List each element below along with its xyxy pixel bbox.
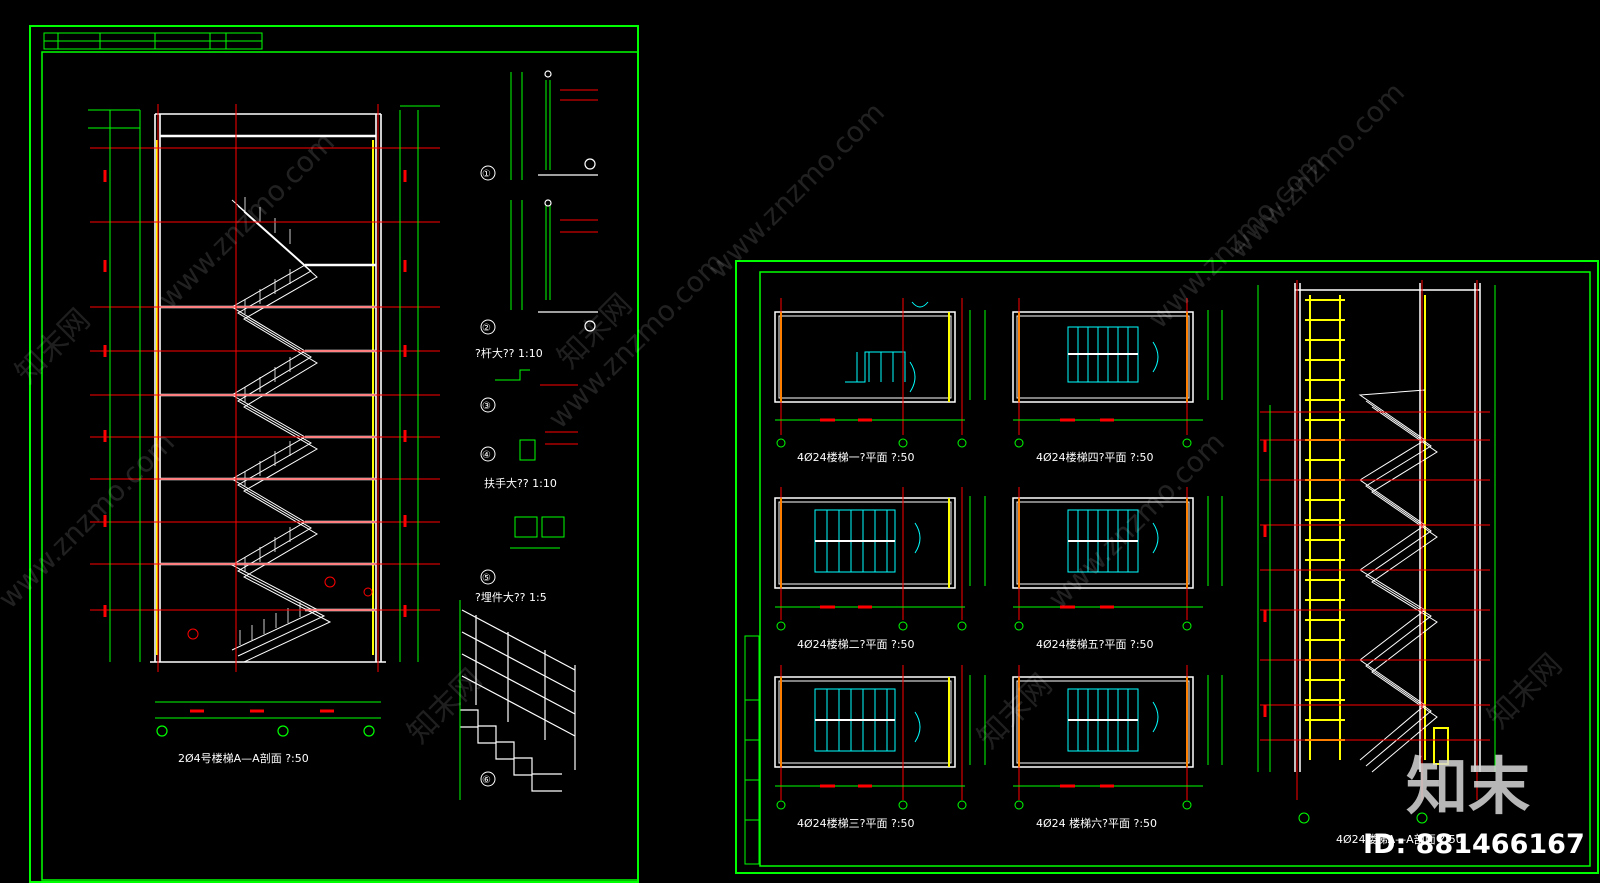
left-sheet: 2Ø4号楼梯A—A剖面 ?:50 (29, 25, 639, 883)
plan-title-6: 4Ø24 楼梯六?平面 ?:50 (1036, 816, 1157, 830)
left-detail-column: ① ② ③ ④ ⑤ ⑥ ?杆大?? 1:10 扶手大?? 1:10 ?埋件大??… (459, 70, 598, 800)
plan-title-4: 4Ø24楼梯四?平面 ?:50 (1036, 450, 1154, 464)
brand-logo: 知末 (1406, 750, 1530, 823)
right-sheet-outer-border (735, 260, 1599, 874)
detail-label-2: ② (482, 323, 491, 334)
right-title-block (744, 635, 760, 865)
watermark-cn-2: 知末网 (401, 662, 489, 750)
detail-caption-railing: ?杆大?? 1:10 (475, 346, 543, 360)
right-sheet-inner-frame (759, 271, 1591, 867)
watermark-url-4: www.znzmo.com (702, 96, 891, 285)
watermark-url-2: www.znzmo.com (0, 426, 181, 615)
right-sheet: 4Ø24楼梯一?平面 ?:50 4Ø24楼梯四?平面 ?:50 4Ø24楼梯二?… (735, 260, 1599, 874)
detail-label-4: ④ (482, 450, 491, 461)
left-section-title: 2Ø4号楼梯A—A剖面 ?:50 (178, 751, 309, 765)
watermark-cn-4: 知末网 (1481, 647, 1569, 735)
right-section-title: 4Ø24楼梯A—A剖面 ?:50 (1336, 832, 1463, 846)
watermark-cn-5: 知末网 (971, 667, 1059, 755)
detail-caption-handrail: 扶手大?? 1:10 (484, 476, 557, 490)
watermark-url-6: www.znzmo.com (1222, 76, 1411, 265)
detail-6-stair (460, 609, 576, 792)
right-stair-section: 4Ø24楼梯A—A剖面 ?:50 (1257, 280, 1496, 846)
left-sheet-inner-frame (41, 51, 639, 881)
detail-caption-embed: ?埋件大?? 1:5 (475, 590, 547, 604)
detail-label-1: ① (482, 169, 491, 180)
watermark-cn-1: 知末网 (9, 302, 97, 390)
plan-5 (1012, 497, 1194, 589)
plan-1 (774, 301, 956, 403)
plan-title-1: 4Ø24楼梯一?平面 ?:50 (797, 450, 915, 464)
plan-3 (774, 676, 956, 768)
watermark-url-1: www.znzmo.com (152, 126, 341, 315)
detail-label-3: ③ (482, 401, 491, 412)
plan-title-3: 4Ø24楼梯三?平面 ?:50 (797, 816, 915, 830)
detail-label-6: ⑥ (482, 775, 491, 786)
left-title-block (43, 32, 263, 50)
plan-title-2: 4Ø24楼梯二?平面 ?:50 (797, 637, 915, 651)
plan-2 (774, 497, 956, 589)
watermarks: www.znzmo.com www.znzmo.com www.znzmo.co… (0, 76, 1569, 756)
plan-title-5: 4Ø24楼梯五?平面 ?:50 (1036, 637, 1154, 651)
detail-label-5: ⑤ (482, 573, 491, 584)
floor-plans: 4Ø24楼梯一?平面 ?:50 4Ø24楼梯四?平面 ?:50 4Ø24楼梯二?… (774, 298, 1223, 830)
left-stair-section: 2Ø4号楼梯A—A剖面 ?:50 (88, 104, 440, 765)
resource-id: ID: 881466167 (1363, 829, 1585, 860)
